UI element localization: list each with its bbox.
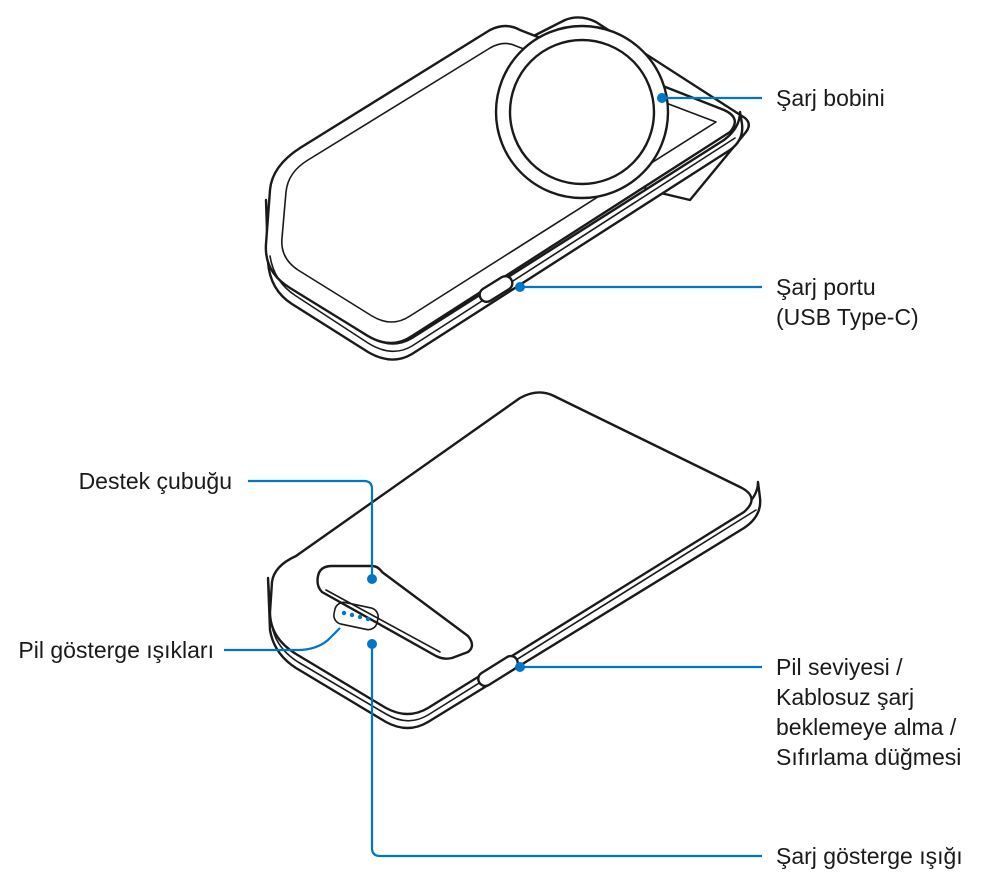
device-front-view bbox=[264, 16, 750, 361]
label-button-line4: Sıfırlama düğmesi bbox=[776, 744, 961, 770]
label-button-line3: beklemeye alma / bbox=[776, 714, 957, 740]
device-side-edge bbox=[269, 137, 736, 353]
device-back-view bbox=[266, 391, 762, 730]
battery-light-dot bbox=[341, 610, 347, 616]
device-back-top bbox=[268, 391, 753, 716]
device-back-edge bbox=[271, 509, 757, 722]
battery-lights-window bbox=[333, 601, 379, 631]
kickstand-hinge bbox=[325, 589, 441, 653]
label-kickstand: Destek çubuğu bbox=[79, 468, 232, 494]
charging-coil-outer bbox=[494, 24, 670, 200]
leader-kickstand bbox=[248, 479, 374, 575]
usb-c-port bbox=[478, 274, 514, 304]
label-charging-port-line1: Şarj portu bbox=[776, 274, 876, 300]
callout-dot bbox=[657, 93, 667, 103]
battery-light-dot bbox=[349, 612, 355, 618]
leader-lines bbox=[224, 93, 762, 858]
label-charging-port-line2: (USB Type-C) bbox=[776, 304, 919, 330]
label-charging-light: Şarj gösterge ışığı bbox=[776, 843, 963, 869]
labels: Şarj bobini Şarj portu (USB Type-C) Dest… bbox=[18, 85, 962, 869]
leader-battery-lights bbox=[224, 627, 341, 652]
callout-dot bbox=[515, 662, 525, 672]
side-button bbox=[477, 654, 519, 688]
label-button-line2: Kablosuz şarj bbox=[776, 684, 914, 710]
label-battery-lights: Pil gösterge ışıkları bbox=[18, 637, 214, 663]
charging-coil-inner bbox=[508, 38, 656, 186]
callout-dot bbox=[367, 639, 377, 649]
battery-light-dot bbox=[365, 616, 371, 622]
callout-dot bbox=[367, 574, 377, 584]
leader-charging-light bbox=[370, 648, 762, 858]
callout-dot bbox=[515, 282, 525, 292]
battery-light-dot bbox=[357, 614, 363, 620]
label-button-line1: Pil seviyesi / bbox=[776, 654, 903, 680]
device-top-panel bbox=[281, 42, 717, 323]
kickstand bbox=[316, 564, 474, 660]
label-charging-coil: Şarj bobini bbox=[776, 85, 885, 111]
